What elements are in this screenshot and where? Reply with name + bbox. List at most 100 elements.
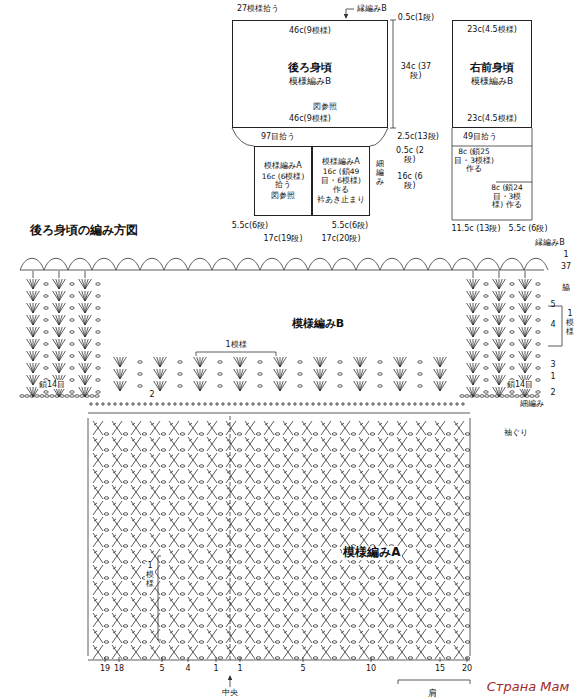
chain-stitch bbox=[490, 395, 494, 398]
stitch-symbol bbox=[265, 423, 268, 425]
stitch-symbol bbox=[189, 519, 192, 521]
chain-stitch bbox=[218, 657, 222, 660]
chain-stitch bbox=[408, 497, 412, 500]
stitch-symbol bbox=[94, 439, 97, 441]
stitch-symbol bbox=[94, 647, 97, 649]
stitch-symbol bbox=[416, 517, 426, 531]
stitch-symbol bbox=[265, 583, 268, 585]
row-count-number: 1 bbox=[213, 664, 218, 673]
stitch-symbol bbox=[359, 501, 369, 515]
stitch-symbol bbox=[59, 363, 62, 373]
stitch-symbol bbox=[93, 629, 103, 643]
stitch-symbol bbox=[132, 487, 135, 489]
row-count-number: 4 bbox=[185, 664, 190, 673]
dimension-label: 縁編みB bbox=[357, 4, 387, 13]
chain-stitch bbox=[427, 497, 431, 500]
chain-stitch bbox=[510, 395, 514, 398]
stitch-symbol bbox=[473, 291, 476, 301]
stitch-symbol bbox=[113, 423, 116, 425]
stitch-symbol bbox=[499, 291, 502, 301]
chain-stitch bbox=[256, 593, 260, 596]
stitch-symbol bbox=[120, 357, 126, 367]
chart-label: 鎖14目 bbox=[38, 380, 66, 389]
chain-stitch bbox=[465, 593, 469, 596]
stitch-symbol bbox=[170, 551, 173, 553]
stitch-symbol bbox=[207, 501, 217, 515]
chain-stitch bbox=[378, 361, 382, 364]
stitch-symbol bbox=[455, 439, 458, 441]
stitch-symbol bbox=[341, 487, 344, 489]
stitch-symbol bbox=[416, 549, 426, 563]
stitch-symbol bbox=[189, 567, 192, 569]
stitch-symbol bbox=[496, 339, 499, 349]
chain-stitch bbox=[332, 609, 336, 612]
stitch-symbol bbox=[245, 597, 255, 611]
stitch-symbol bbox=[473, 339, 476, 349]
stitch-symbol bbox=[341, 535, 344, 537]
chain-stitch bbox=[427, 593, 431, 596]
stitch-symbol bbox=[188, 629, 198, 643]
chain-stitch bbox=[370, 593, 374, 596]
chain-stitch bbox=[446, 641, 450, 644]
stitch-symbol bbox=[188, 549, 198, 563]
chain-stitch bbox=[370, 561, 374, 564]
chain-stitch bbox=[510, 319, 514, 322]
stitch-symbol bbox=[82, 303, 85, 313]
stitch-symbol bbox=[93, 469, 103, 483]
stitch-symbol bbox=[160, 357, 163, 367]
stitch-symbol bbox=[226, 453, 236, 467]
stitch-symbol bbox=[302, 533, 312, 547]
stitch-symbol bbox=[227, 503, 230, 505]
stitch-symbol bbox=[340, 469, 350, 483]
chain-stitch bbox=[370, 609, 374, 612]
stitch-symbol bbox=[112, 501, 122, 515]
stitch-symbol bbox=[53, 291, 59, 301]
stitch-symbol bbox=[27, 315, 33, 325]
stitch-symbol bbox=[357, 381, 360, 391]
single-crochet bbox=[283, 402, 284, 406]
stitch-symbol bbox=[360, 519, 363, 521]
chain-stitch bbox=[536, 379, 540, 382]
shoulder-bracket bbox=[398, 680, 470, 684]
chain-stitch bbox=[104, 449, 108, 452]
chain-stitch bbox=[44, 307, 48, 310]
dimension-label: 46c(9模様) bbox=[289, 114, 331, 123]
chain-stitch bbox=[138, 361, 142, 364]
stitch-symbol bbox=[398, 455, 401, 457]
stitch-symbol bbox=[265, 615, 268, 617]
stitch-symbol bbox=[320, 381, 323, 391]
edging-scallop bbox=[116, 258, 140, 270]
chain-stitch bbox=[427, 657, 431, 660]
chain-stitch bbox=[408, 449, 412, 452]
chain-stitch bbox=[70, 331, 74, 334]
chain-stitch bbox=[161, 641, 165, 644]
stitch-symbol bbox=[265, 439, 268, 441]
chain-stitch bbox=[510, 355, 514, 358]
chain-stitch bbox=[500, 395, 504, 398]
chain-stitch bbox=[446, 609, 450, 612]
stitch-symbol bbox=[188, 453, 198, 467]
chain-stitch bbox=[123, 561, 127, 564]
stitch-symbol bbox=[322, 455, 325, 457]
stitch-symbol bbox=[227, 631, 230, 633]
single-crochet bbox=[427, 402, 428, 406]
stitch-symbol bbox=[189, 503, 192, 505]
chain-stitch bbox=[180, 577, 184, 580]
stitch-symbol bbox=[30, 291, 33, 301]
stitch-symbol bbox=[360, 487, 363, 489]
stitch-symbol bbox=[400, 357, 406, 367]
chain-stitch bbox=[313, 561, 317, 564]
stitch-symbol bbox=[470, 363, 473, 373]
stitch-symbol bbox=[277, 369, 280, 379]
single-crochet bbox=[307, 402, 308, 406]
chain-stitch bbox=[294, 609, 298, 612]
stitch-symbol bbox=[94, 455, 97, 457]
chain-stitch bbox=[408, 577, 412, 580]
chain-stitch bbox=[70, 379, 74, 382]
stitch-symbol bbox=[120, 381, 123, 391]
edging-scallop bbox=[356, 258, 380, 270]
chain-stitch bbox=[180, 465, 184, 468]
stitch-symbol bbox=[436, 599, 439, 601]
stitch-symbol bbox=[150, 501, 160, 515]
